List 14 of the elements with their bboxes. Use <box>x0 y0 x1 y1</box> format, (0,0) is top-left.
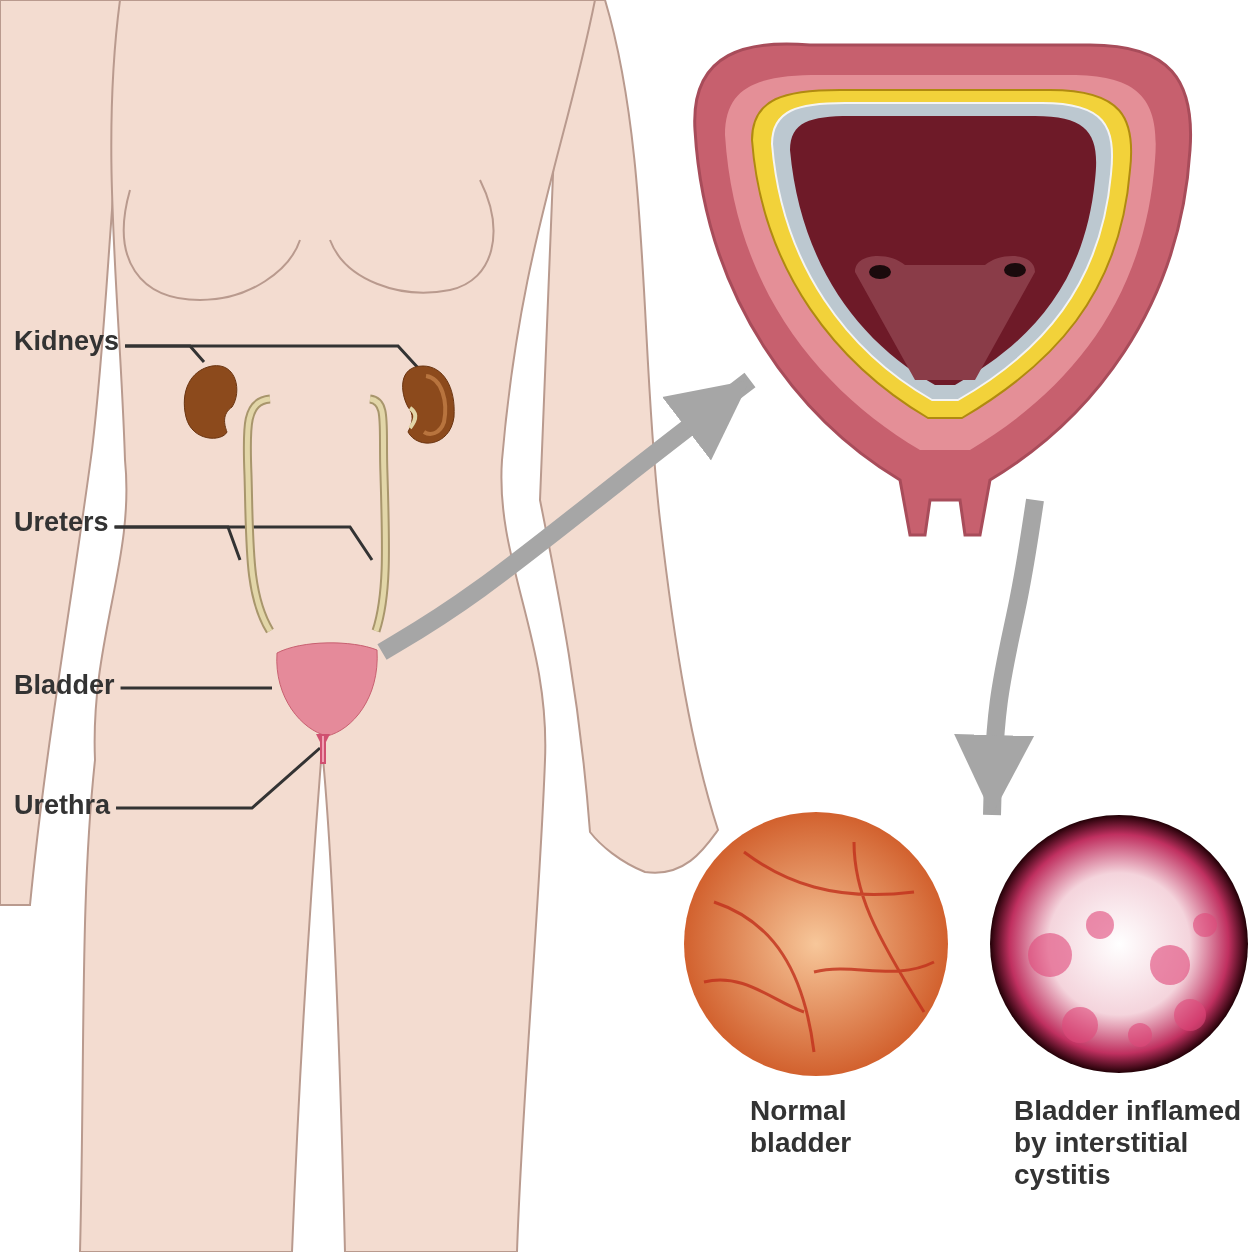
leader-line <box>116 746 321 810</box>
image-caption: Normal bladder <box>750 1095 853 1160</box>
leader-line <box>114 525 374 561</box>
leader-line <box>120 686 272 690</box>
urethra-drawing <box>316 734 330 764</box>
pointer-arrow <box>377 372 756 660</box>
kidney-drawing <box>182 362 240 442</box>
image-caption: Bladder inflamed by interstitial cystitis <box>1014 1095 1243 1192</box>
bladder-cross-section-drawing <box>690 40 1195 540</box>
pointer-arrow <box>954 498 1044 816</box>
part-label: Urethra <box>14 790 111 821</box>
part-label: Kidneys <box>14 326 120 357</box>
part-label: Bladder <box>14 670 115 701</box>
part-label: Ureters <box>14 507 109 538</box>
